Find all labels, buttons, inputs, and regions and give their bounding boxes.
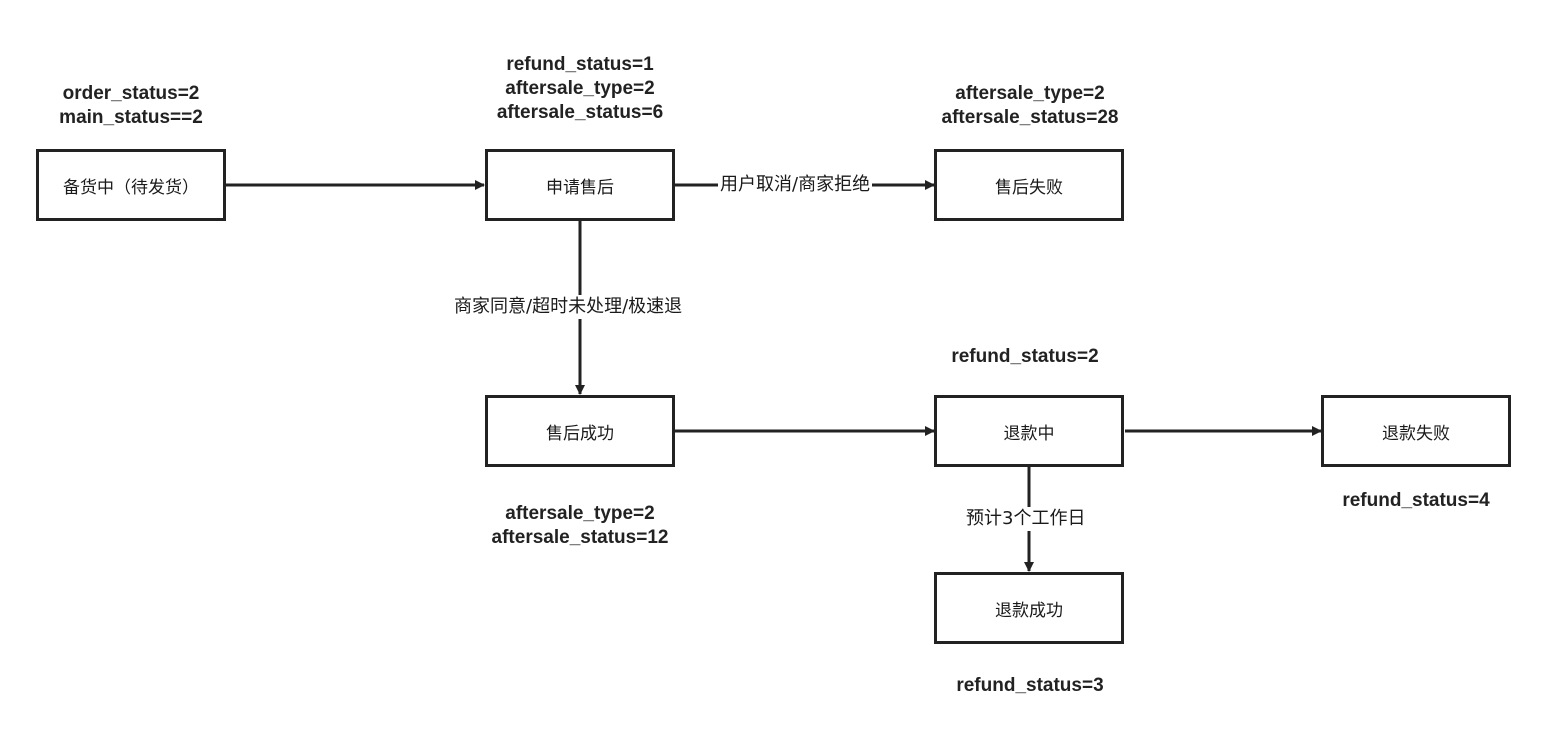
node-aftersale-failed: 售后失败 [934,149,1124,221]
node-refund-failed-label: 退款失败 [1382,423,1450,444]
node-refund-success-label: 退款成功 [995,600,1063,621]
note-refund-success: refund_status=3 [920,674,1140,698]
node-apply-aftersale-label: 申请售后 [546,177,614,198]
node-refund-failed: 退款失败 [1321,395,1511,467]
note-line: refund_status=4 [1342,490,1490,511]
edge-label-cancel-or-reject: 用户取消/商家拒绝 [718,173,873,197]
note-aftersale-success: aftersale_type=2 aftersale_status=12 [465,502,695,550]
note-line: aftersale_status=28 [941,107,1119,128]
note-stocking: order_status=2 main_status==2 [36,82,226,130]
note-aftersale-failed: aftersale_type=2 aftersale_status=28 [915,82,1145,130]
node-aftersale-failed-label: 售后失败 [995,177,1063,198]
note-line: refund_status=1 [506,54,654,75]
note-line: order_status=2 [62,83,200,104]
edge-label-agree-or-timeout: 商家同意/超时未处理/极速退 [452,295,685,319]
note-line: refund_status=3 [956,675,1104,696]
node-apply-aftersale: 申请售后 [485,149,675,221]
note-line: aftersale_type=2 [505,503,655,524]
note-apply-aftersale: refund_status=1 aftersale_type=2 aftersa… [470,53,690,125]
node-aftersale-success: 售后成功 [485,395,675,467]
note-refunding: refund_status=2 [915,345,1135,369]
node-refund-success: 退款成功 [934,572,1124,644]
note-line: aftersale_type=2 [955,83,1105,104]
node-stocking: 备货中（待发货） [36,149,226,221]
note-line: main_status==2 [59,107,203,128]
node-stocking-label: 备货中（待发货） [63,177,199,198]
node-aftersale-success-label: 售后成功 [546,423,614,444]
node-refunding-label: 退款中 [1003,423,1055,444]
note-line: aftersale_type=2 [505,78,655,99]
note-refund-failed: refund_status=4 [1306,489,1526,513]
note-line: aftersale_status=12 [491,527,669,548]
edge-label-three-workdays: 预计3个工作日 [964,507,1088,531]
note-line: aftersale_status=6 [496,102,664,123]
node-refunding: 退款中 [934,395,1124,467]
note-line: refund_status=2 [951,346,1099,367]
